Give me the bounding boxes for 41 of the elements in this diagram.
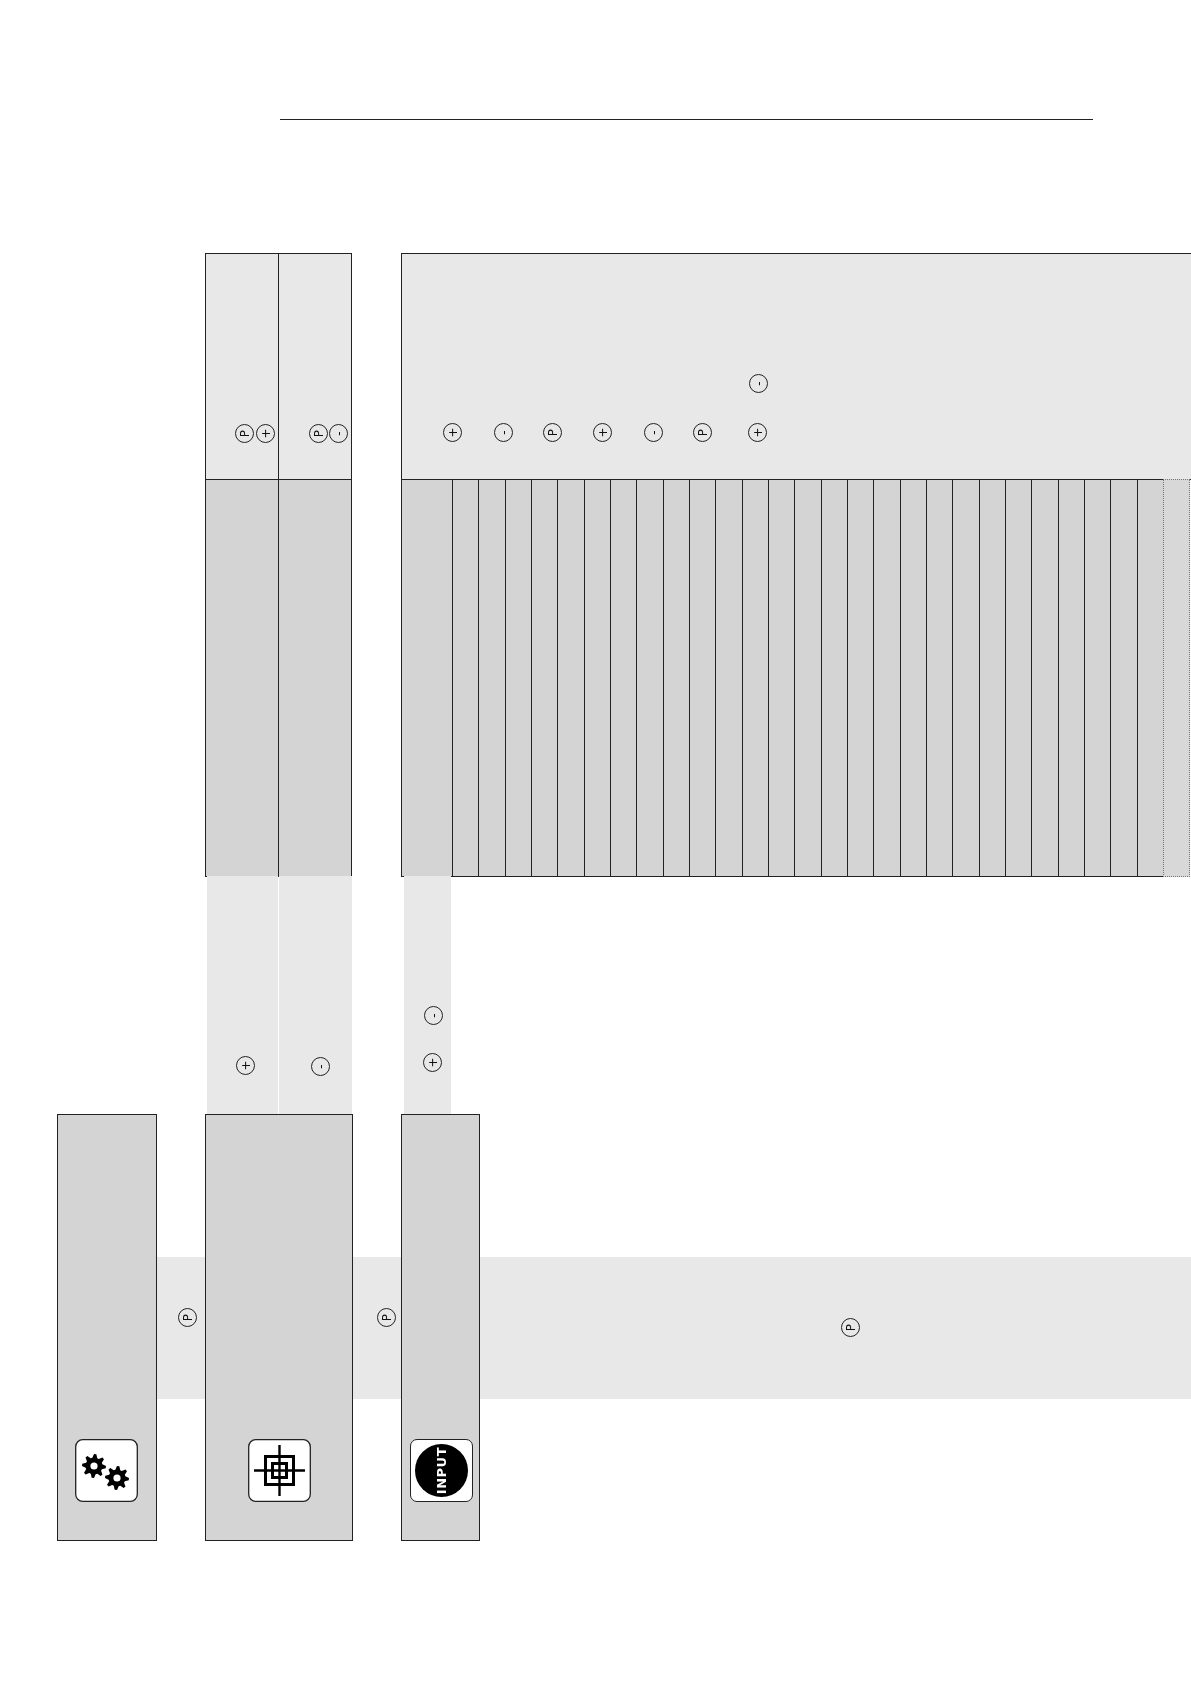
menu-column [205,479,279,877]
menu-column [1031,479,1059,877]
menu-column [952,479,980,877]
menu-column [278,479,352,877]
menu-column [205,1114,353,1541]
menu-column [741,479,769,877]
menu-column [583,479,611,877]
menu-column [478,479,506,877]
menu-panel [205,253,279,480]
menu-column [531,479,559,877]
menu-column [610,479,638,877]
menu-column [636,479,664,877]
menu-panel [401,253,1191,480]
menu-column [715,479,743,877]
menu-column [873,479,901,877]
menu-column [1005,479,1033,877]
menu-column [662,479,690,877]
menu-column [1084,479,1112,877]
menu-column [926,479,954,877]
menu-column [689,479,717,877]
menu-column [1163,479,1190,877]
menu-column [1057,479,1085,877]
menu-column [401,479,453,877]
menu-column [899,479,927,877]
input-key: INPUT [410,1439,473,1502]
menu-column [401,1114,480,1541]
menu-column [978,479,1006,877]
menu-column [794,479,822,877]
menu-column [820,479,848,877]
menu-column [452,479,480,877]
menu-column [847,479,875,877]
menu-column [504,479,532,877]
menu-strip [279,876,352,1114]
menu-strip [207,876,278,1114]
menu-column [1136,479,1164,877]
menu-column [557,479,585,877]
menu-column [57,1114,157,1541]
menu-strip [404,876,451,1114]
menu-column [1110,479,1138,877]
menu-panel [278,253,352,480]
menu-column [768,479,796,877]
